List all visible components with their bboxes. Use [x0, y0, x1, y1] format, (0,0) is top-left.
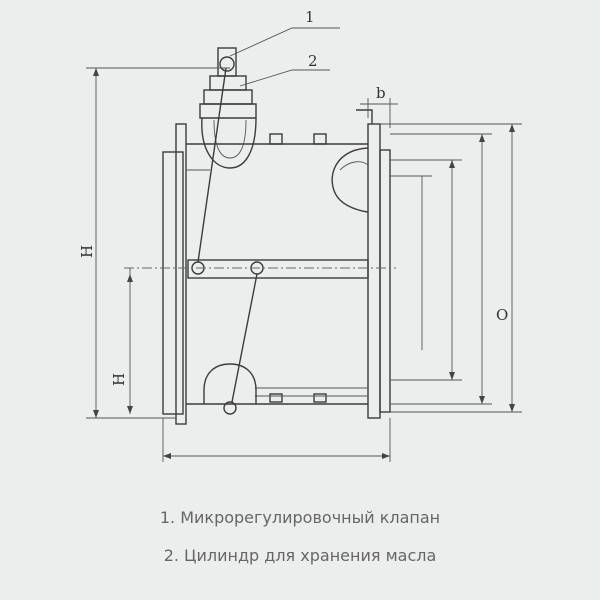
left-flange: [162, 151, 184, 415]
micro-valve: [219, 56, 235, 72]
dimension-H-label: H: [78, 245, 96, 258]
dimension-lines: [86, 67, 522, 462]
outlet-bulge: [331, 147, 369, 213]
oil-cylinder: [186, 47, 257, 171]
callout-1-number: 1: [305, 8, 315, 26]
dimension-b-label: b: [376, 84, 386, 102]
callout-2-leader: [239, 69, 330, 87]
legend-item-2: 2. Цилиндр для хранения масла: [163, 546, 437, 565]
left-flange-face: [175, 123, 187, 425]
right-flange: [367, 123, 381, 419]
dimension-O-label: O: [496, 306, 508, 324]
legend-item-1: 1. Микрорегулировочный клапан: [159, 508, 441, 527]
dimension-H1-label: H: [110, 373, 128, 386]
callout-2-number: 2: [308, 52, 318, 70]
valve-body: [162, 109, 391, 425]
bottom-chamber: [203, 363, 257, 415]
callout-1-leader: [229, 27, 340, 57]
